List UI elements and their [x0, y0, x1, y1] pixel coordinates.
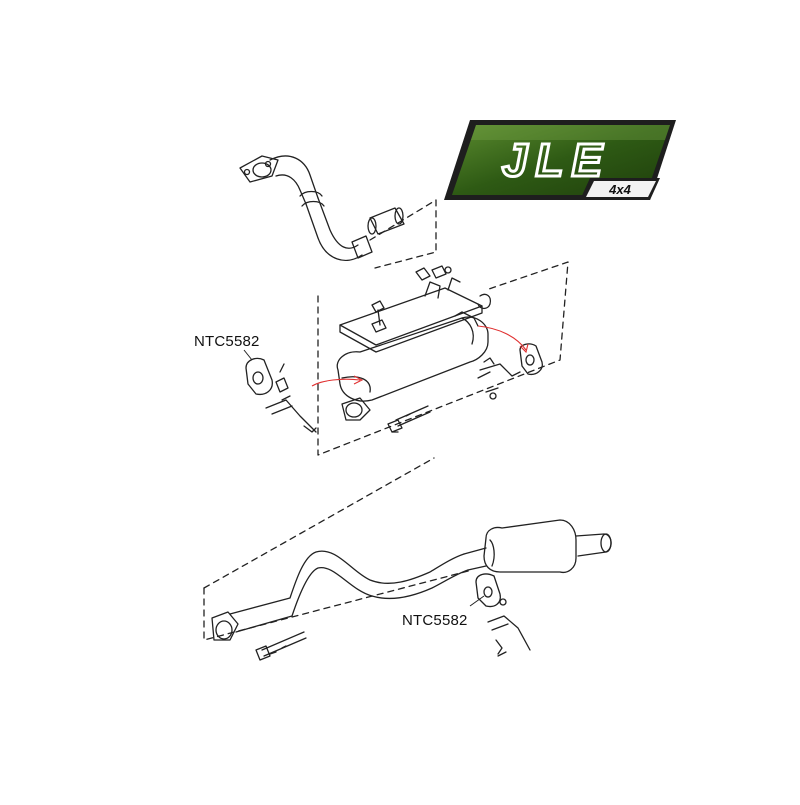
- callout-arrow-left: [311, 378, 361, 387]
- label-leaders: [243, 349, 485, 607]
- part-number-label-lower: NTC5582: [402, 612, 468, 629]
- logo-sub-text: 4x4: [608, 182, 631, 197]
- centre-silencer-assembly: [245, 261, 569, 456]
- jle-logo: JLE 4x4: [444, 120, 676, 200]
- dashed-connector-middle: [203, 457, 435, 589]
- tailpipe-rear-silencer: [203, 519, 612, 661]
- callout-arrows: [311, 325, 529, 387]
- front-downpipe: [239, 155, 405, 261]
- callout-arrow-right: [477, 325, 527, 351]
- logo-brand-text: JLE: [502, 134, 610, 186]
- part-number-label-upper: NTC5582: [194, 333, 260, 350]
- dashed-outline-top: [369, 199, 437, 269]
